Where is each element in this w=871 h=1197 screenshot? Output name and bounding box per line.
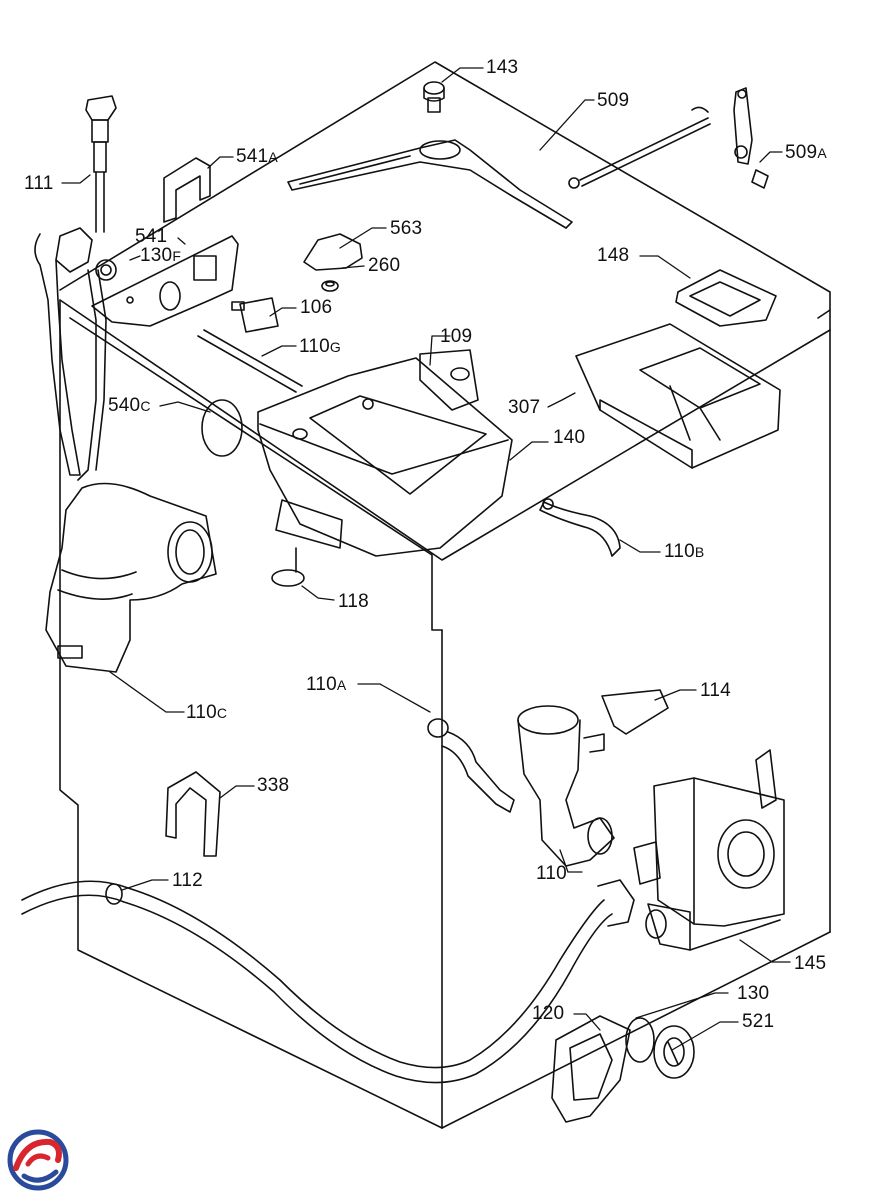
dispenser-housing-part <box>257 349 513 557</box>
callout-307: 307 <box>508 397 541 418</box>
callout-563: 563 <box>390 218 423 239</box>
callout-110g: 110G <box>299 336 341 357</box>
callout-148: 148 <box>597 245 630 266</box>
seal-cap-part <box>201 399 243 457</box>
logo-outer-ring <box>7 1129 69 1191</box>
callout-509a: 509A <box>785 142 827 163</box>
overflow-hose-part <box>427 718 515 813</box>
connector-part <box>601 689 669 735</box>
callout-106: 106 <box>300 297 333 318</box>
knob-part <box>423 81 445 113</box>
callout-540c: 540C <box>108 395 151 416</box>
switch-part <box>231 297 279 333</box>
callout-509: 509 <box>597 90 630 111</box>
detergent-drawer-part <box>575 323 781 469</box>
callout-110c: 110C <box>186 702 228 723</box>
drain-pump-part <box>633 749 785 951</box>
callout-120: 120 <box>532 1003 565 1024</box>
callout-109: 109 <box>440 326 473 347</box>
rod-part <box>568 106 711 189</box>
callout-112: 112 <box>172 870 203 891</box>
callout-521: 521 <box>742 1011 775 1032</box>
spreader-arm-part <box>287 139 573 229</box>
callout-110a: 110A <box>306 674 347 695</box>
callout-541a: 541A <box>236 146 278 167</box>
callout-130f: 130F <box>140 245 182 266</box>
clip-part <box>163 157 211 223</box>
callout-260: 260 <box>368 255 401 276</box>
filter-assembly-part <box>551 1015 695 1123</box>
drain-hose-part <box>21 879 635 1084</box>
bellows-hose-part <box>45 482 217 673</box>
inlet-hose-part <box>34 227 117 481</box>
pipe-part <box>197 329 303 393</box>
float-part <box>271 547 305 587</box>
callout-110: 110 <box>536 863 567 884</box>
lever-part <box>733 87 769 189</box>
tap-connector-part <box>85 95 117 233</box>
cabinet-outline <box>59 61 831 1129</box>
leader-lines <box>61 67 791 1051</box>
callout-118: 118 <box>338 591 369 612</box>
callout-338: 338 <box>257 775 290 796</box>
callout-145: 145 <box>794 953 827 974</box>
callout-143: 143 <box>486 57 519 78</box>
hose-clip-part <box>165 771 221 857</box>
callout-114: 114 <box>700 680 731 701</box>
logo-swirl-red <box>13 1138 62 1171</box>
callout-110b: 110B <box>664 541 705 562</box>
logo-swirl-blue <box>21 1169 59 1183</box>
callout-541: 541 <box>135 226 168 247</box>
vent-part <box>675 269 777 327</box>
cover-part <box>303 233 363 292</box>
callout-130: 130 <box>737 983 770 1004</box>
small-hose-part <box>539 498 621 557</box>
callout-140: 140 <box>553 427 586 448</box>
callout-111: 111 <box>24 173 54 194</box>
bracket-part <box>91 235 239 327</box>
logo-swirl-inner <box>25 1153 51 1167</box>
brand-swirl-logo <box>7 1129 69 1191</box>
sump-hose-part <box>517 705 615 867</box>
